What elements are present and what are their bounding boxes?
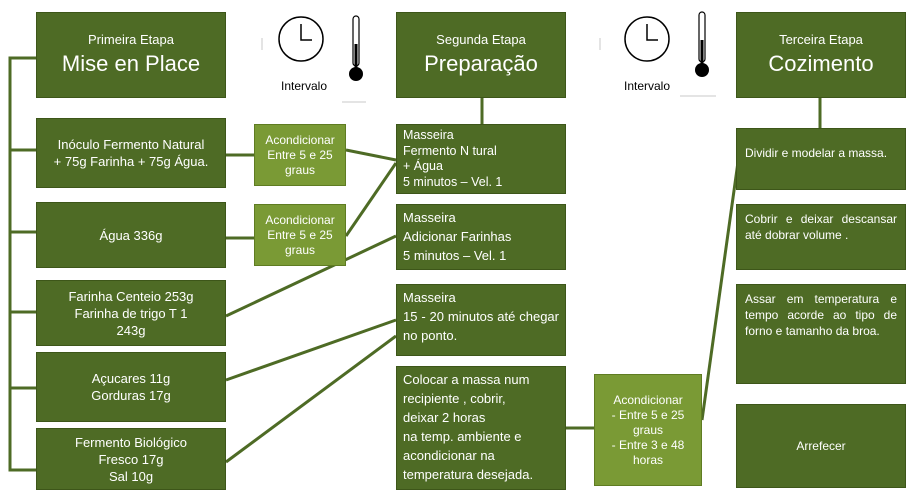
conditioning-line: graus	[284, 242, 316, 257]
prep-step-4: Colocar a massa num recipiente , cobrir,…	[396, 366, 566, 490]
stage-title: Mise en Place	[61, 51, 201, 76]
thermometer-icon	[349, 15, 363, 81]
ingredient-box-3: Farinha Centeio 253g Farinha de trigo T …	[36, 280, 226, 346]
prep-line: deixar 2 horas	[403, 410, 486, 425]
prep-line: Adicionar Farinhas	[403, 229, 512, 244]
prep-line: acondicionar na	[403, 448, 495, 463]
ingredient-line: Farinha Centeio 253g	[68, 288, 194, 304]
conditioning-line: Acondicionar	[613, 392, 683, 407]
stage-title: Preparação	[424, 51, 538, 76]
cook-text: Assar em temperatura e tempo acorde ao t…	[745, 292, 897, 338]
ingredient-line: Água 336g	[99, 227, 163, 243]
conditioning-line: Entre 5 e 25	[267, 147, 333, 162]
link-line	[344, 162, 398, 237]
prep-line: na temp. ambiente e	[403, 429, 522, 444]
ingredient-box-4: Açucares 11g Gorduras 17g	[36, 352, 226, 422]
cook-text: Arrefecer	[796, 439, 846, 453]
stage-label: Segunda Etapa	[436, 32, 526, 47]
clock-icon	[624, 16, 670, 62]
ingredient-line: + 75g Farinha + 75g Água.	[53, 154, 209, 169]
conditioning-line: Entre 5 e 25	[267, 227, 333, 242]
ingredient-line: Farinha de trigo T 1	[74, 305, 188, 321]
stage-title: Cozimento	[768, 51, 874, 76]
conditioning-box-3: Acondicionar - Entre 5 e 25 graus - Entr…	[594, 374, 702, 486]
link-line	[225, 234, 397, 318]
prep-line: temperatura desejada.	[403, 467, 534, 482]
prep-line: Masseira	[403, 210, 456, 225]
ingredient-line: Fermento Biológico	[75, 434, 187, 450]
ingredient-box-5: Fermento Biológico Fresco 17g Sal 10g	[36, 428, 226, 490]
ingredient-line: Inóculo Fermento Natural	[57, 137, 205, 152]
ingredient-box-1: Inóculo Fermento Natural + 75g Farinha +…	[36, 118, 226, 188]
conditioning-box-1: Acondicionar Entre 5 e 25 graus	[254, 124, 346, 186]
prep-line: Fermento N tural	[403, 143, 497, 158]
clock-icon	[278, 16, 324, 62]
conditioning-line: graus	[284, 162, 316, 177]
link-line	[345, 148, 397, 162]
conditioning-line: graus	[632, 422, 664, 437]
cook-step-1: Dividir e modelar a massa.	[736, 128, 906, 190]
cook-text: Dividir e modelar a massa.	[745, 146, 888, 160]
ingredient-line: Gorduras 17g	[91, 388, 171, 403]
thermometer-icon	[695, 11, 709, 77]
ingredient-box-2: Água 336g	[36, 202, 226, 268]
ingredient-line: 243g	[116, 322, 146, 338]
stage-header-3: Terceira Etapa Cozimento	[736, 12, 906, 98]
cook-step-3: Assar em temperatura e tempo acorde ao t…	[736, 284, 906, 384]
conditioning-line: - Entre 3 e 48	[611, 437, 685, 452]
prep-line: 5 minutos – Vel. 1	[403, 174, 503, 189]
prep-line: + Água	[403, 159, 443, 173]
link-line	[225, 318, 397, 382]
conditioning-box-2: Acondicionar Entre 5 e 25 graus	[254, 204, 346, 266]
ingredient-line: Açucares 11g	[91, 371, 171, 386]
conditioning-line: Acondicionar	[265, 132, 335, 147]
stage-label: Terceira Etapa	[779, 32, 863, 47]
cook-step-2: Cobrir e deixar descansar até dobrar vol…	[736, 204, 906, 270]
cook-text: Cobrir e deixar descansar até dobrar vol…	[745, 212, 897, 242]
prep-line: Masseira	[403, 290, 456, 305]
prep-step-1: Masseira Fermento N tural + Água 5 minut…	[396, 124, 566, 194]
ingredient-tick-lines	[10, 148, 36, 390]
prep-step-2: Masseira Adicionar Farinhas 5 minutos – …	[396, 204, 566, 270]
link-line	[225, 334, 397, 464]
stage-header-2: Segunda Etapa Preparação	[396, 12, 566, 98]
conditioning-line: Acondicionar	[265, 212, 335, 227]
link-line	[700, 161, 740, 421]
conditioning-line: - Entre 5 e 25	[611, 407, 685, 422]
prep-line: 15 - 20 minutos até chegar no ponto.	[403, 309, 559, 343]
prep-line: Masseira	[403, 128, 454, 142]
stage-header-1: Primeira Etapa Mise en Place	[36, 12, 226, 98]
interval-label: Intervalo	[281, 79, 328, 93]
interval-label: Intervalo	[624, 79, 671, 93]
ingredient-line: Fresco 17g	[98, 451, 164, 467]
conditioning-line: horas	[632, 452, 664, 467]
ingredient-line: Sal 10g	[108, 468, 154, 484]
left-bracket-line	[8, 56, 36, 472]
prep-line: 5 minutos – Vel. 1	[403, 248, 507, 263]
prep-step-3: Masseira 15 - 20 minutos até chegar no p…	[396, 284, 566, 356]
stage-label: Primeira Etapa	[88, 32, 174, 47]
cook-step-4: Arrefecer	[736, 404, 906, 488]
prep-line: Colocar a massa num recipiente , cobrir,	[403, 372, 530, 406]
